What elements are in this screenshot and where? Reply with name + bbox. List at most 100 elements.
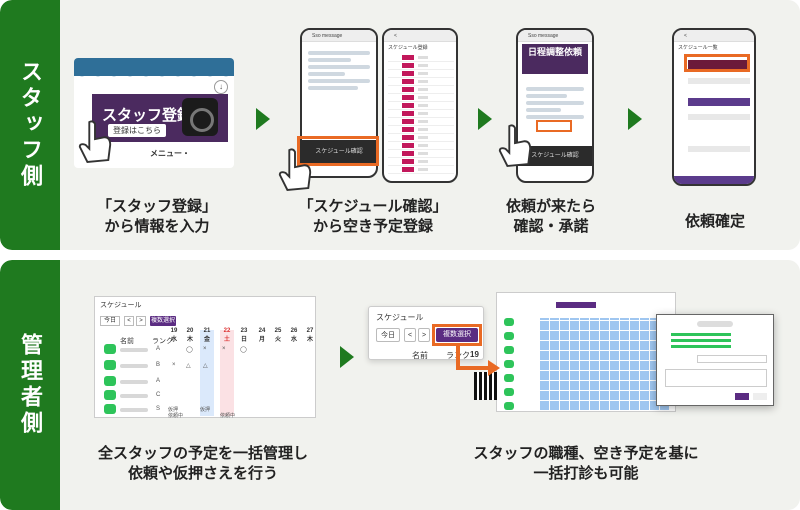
col-rank-header: ランク	[152, 338, 173, 345]
line-icon	[504, 388, 514, 396]
staff-name[interactable]	[120, 408, 148, 412]
availability-mark[interactable]: ×	[222, 346, 226, 352]
line-icon	[504, 318, 514, 326]
hand-pointer-icon	[496, 122, 534, 170]
availability-mark[interactable]: ×	[203, 346, 207, 352]
step3-caption-line1: 依頼が来たら	[505, 198, 596, 215]
confirmed-slot	[688, 60, 750, 70]
grid-multi-select[interactable]	[556, 302, 596, 308]
rank-cell: A	[156, 346, 161, 352]
rank-cell: C	[156, 392, 161, 398]
request-schedule-bar[interactable]: スケジュール確認	[518, 146, 592, 166]
slot	[688, 114, 750, 120]
prev-button[interactable]: <	[124, 316, 134, 326]
rank-cell: A	[156, 378, 161, 384]
staff-name[interactable]	[120, 380, 148, 384]
staff-side-label: スタッフ側	[0, 0, 60, 250]
availability-mark[interactable]: △	[186, 363, 191, 369]
step-arrow-icon	[256, 108, 270, 130]
availability-mark[interactable]: ◯	[240, 347, 247, 353]
admin-caption-2-line2: 一括打診も可能	[533, 465, 639, 482]
admin-side-label: 管理者側	[0, 260, 60, 510]
poster-title: 日程調整依頼	[527, 47, 582, 57]
step2-caption-line2: から空き予定登録	[312, 218, 433, 235]
slot	[688, 146, 750, 152]
requesting-mark[interactable]: 依頼中	[168, 413, 184, 419]
zoom-today-button[interactable]: 今日	[376, 328, 400, 342]
step2-caption-line1: 「スケジュール確認」	[298, 198, 448, 215]
holiday-column	[220, 330, 234, 416]
today-button[interactable]: 今日	[100, 316, 120, 326]
hold-mark[interactable]: 仮押	[200, 407, 211, 413]
bottom-bar[interactable]	[674, 176, 754, 184]
zoom-multi-select-button[interactable]: 複数選択	[436, 328, 478, 342]
zoom-title: スケジュール	[376, 313, 424, 322]
staff-registration-banner: スタッフ登録 登録はこちら	[92, 94, 228, 142]
zoom-next-button[interactable]: >	[418, 328, 430, 342]
orange-arrow-icon	[456, 346, 500, 376]
confirmed-phone: < スケジュール一覧	[672, 28, 756, 186]
staff-name[interactable]	[120, 394, 148, 398]
modal-message-input[interactable]	[665, 369, 767, 387]
step4-caption: 依頼確定	[660, 212, 770, 232]
staff-panel: スタッフ側 ↓ スタッフ登録 登録はこちら メニュー・ 「スタッフ登録」 から情…	[0, 0, 800, 250]
staff-name[interactable]	[120, 364, 148, 368]
line-icon	[104, 344, 116, 354]
highlight-column	[200, 330, 214, 416]
schedule-phone-header: <	[384, 30, 456, 42]
step-arrow-icon	[340, 346, 354, 368]
step3-caption: 依頼が来たら 確認・承諾	[486, 197, 616, 237]
sheet-title: スケジュール	[100, 302, 142, 309]
line-icon	[104, 404, 116, 414]
camera-icon	[182, 98, 218, 136]
hold-mark[interactable]: 仮押	[168, 407, 179, 413]
line-icon	[504, 374, 514, 382]
admin-caption-2-line1: スタッフの職種、空き予定を基に	[473, 445, 699, 462]
step3-caption-line2: 確認・承諾	[513, 218, 589, 235]
line-icon	[504, 360, 514, 368]
availability-mark[interactable]: ◯	[186, 347, 193, 353]
admin-side-text: 管理者側	[18, 333, 43, 437]
request-message-lines	[520, 78, 590, 128]
availability-mark[interactable]: △	[203, 363, 208, 369]
next-button[interactable]: >	[136, 316, 146, 326]
availability-mark[interactable]: ×	[172, 362, 176, 368]
modal-line	[671, 339, 731, 342]
staff-name[interactable]	[120, 348, 148, 352]
modal-send-button[interactable]	[735, 393, 749, 400]
chat-messages	[302, 42, 376, 99]
request-modal	[656, 314, 774, 406]
confirmed-phone-header: <	[674, 30, 754, 42]
step1-caption-line1: 「スタッフ登録」	[96, 198, 217, 215]
highlight-frame	[297, 136, 379, 166]
confirmed-screen-title: スケジュール一覧	[678, 45, 718, 51]
step-arrow-icon	[628, 108, 642, 130]
line-icon	[504, 402, 514, 410]
schedule-rows	[388, 54, 454, 174]
step2-caption: 「スケジュール確認」 から空き予定登録	[278, 197, 468, 237]
line-icon	[104, 376, 116, 386]
requesting-mark[interactable]: 依頼中	[220, 413, 236, 419]
step-arrow-icon	[478, 108, 492, 130]
accept-highlight[interactable]	[536, 120, 572, 132]
modal-select[interactable]	[697, 355, 767, 363]
menu-label[interactable]: メニュー・	[150, 149, 190, 158]
zoom-prev-button[interactable]: <	[404, 328, 416, 342]
multi-select-button[interactable]: 複数選択	[150, 316, 176, 326]
availability-grid[interactable]	[540, 318, 670, 410]
modal-line	[671, 333, 731, 336]
hand-pointer-icon	[76, 118, 114, 166]
request-poster: 日程調整依頼	[522, 44, 588, 74]
col-name-header: 名前	[120, 338, 134, 345]
modal-close-button[interactable]	[753, 393, 767, 400]
modal-avatar	[697, 321, 733, 327]
register-button[interactable]: 登録はこちら	[108, 124, 166, 137]
schedule-confirm-bar[interactable]: スケジュール確認	[300, 140, 378, 164]
